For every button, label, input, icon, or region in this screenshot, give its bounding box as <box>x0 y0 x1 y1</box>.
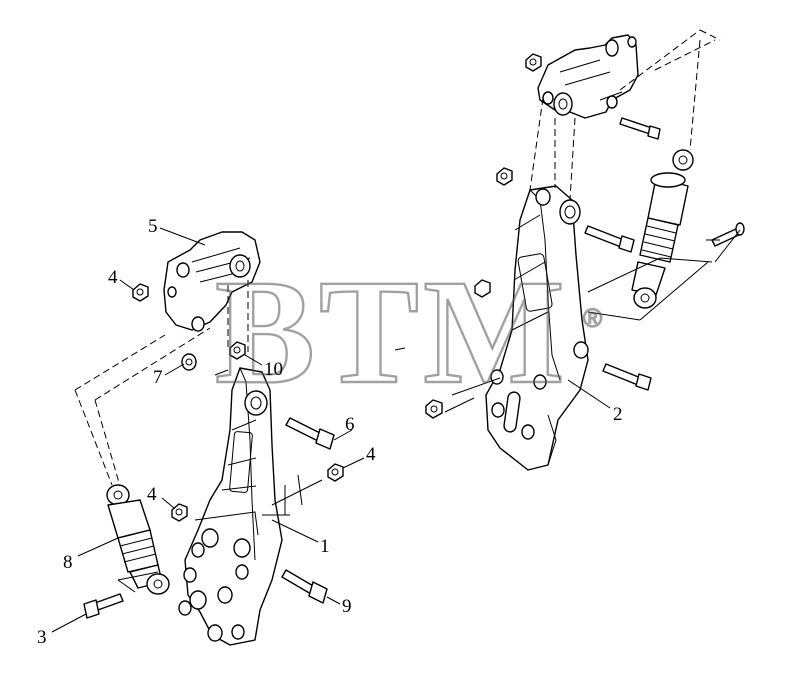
bolt-6 <box>285 417 335 450</box>
right-dash-lines <box>529 29 721 201</box>
left-assembly-lines <box>117 369 323 593</box>
left-bracket <box>178 367 283 646</box>
left-nut-4c <box>171 503 188 522</box>
bolt-3 <box>83 593 124 619</box>
right-upper-nut <box>496 167 513 186</box>
btm-watermark: BTM ® <box>214 248 603 416</box>
right-bolt-mid <box>584 225 635 253</box>
callout-10: 10 <box>264 359 283 380</box>
right-assembly-lines <box>444 229 741 413</box>
callout-4-top: 4 <box>108 267 118 288</box>
washer-7 <box>181 353 197 371</box>
callouts: 5 4 7 10 6 4 4 1 8 9 3 2 <box>37 216 623 648</box>
watermark-text: BTM <box>215 249 569 415</box>
callout-7: 7 <box>153 367 163 388</box>
right-cab-lock <box>537 34 639 119</box>
callout-8: 8 <box>63 552 73 573</box>
right-mid-nut <box>474 279 491 298</box>
left-nut-4a <box>132 283 149 302</box>
right-bracket <box>485 185 589 471</box>
right-top-nut <box>525 53 542 72</box>
callout-6: 6 <box>345 414 355 435</box>
callout-4-mid: 4 <box>147 484 157 505</box>
callout-5: 5 <box>148 216 158 237</box>
dash-mark <box>394 347 406 351</box>
right-lower-nut <box>425 399 443 419</box>
callout-9: 9 <box>342 596 352 617</box>
right-bolt-upper <box>619 117 661 140</box>
right-pin <box>711 222 745 247</box>
callout-1: 1 <box>320 536 330 557</box>
right-assembly <box>425 29 745 471</box>
left-shock-absorber <box>106 484 170 595</box>
callout-2: 2 <box>613 404 623 425</box>
callout-3: 3 <box>37 627 47 648</box>
right-bolt-lower <box>602 363 652 391</box>
right-shock-absorber <box>631 149 694 309</box>
watermark-registered-mark: ® <box>583 303 602 333</box>
bolt-9 <box>281 569 328 604</box>
left-cab-lock <box>163 231 261 332</box>
callout-4-right: 4 <box>366 444 376 465</box>
left-nut-4b <box>327 463 344 482</box>
left-dash-lines <box>74 280 249 487</box>
left-assembly <box>74 231 344 646</box>
nut-10 <box>229 341 246 360</box>
